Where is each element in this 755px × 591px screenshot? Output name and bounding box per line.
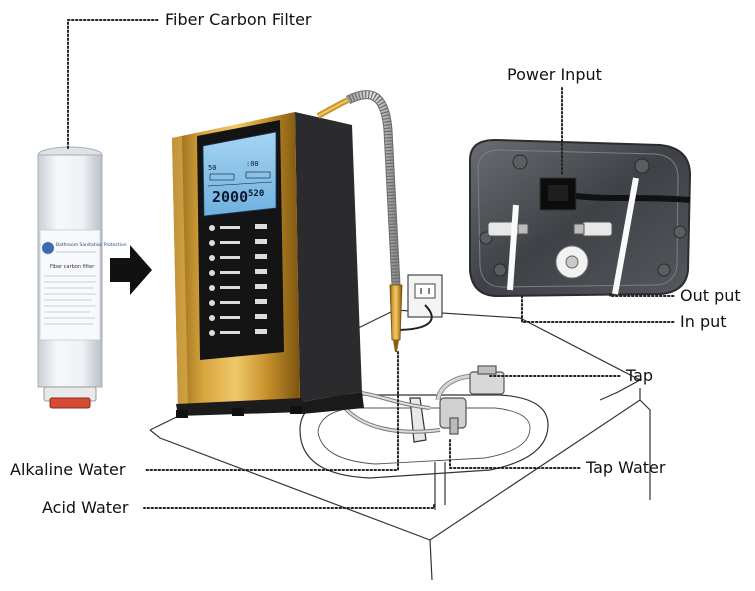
label-out-put: Out put — [680, 286, 741, 305]
label-acid-water: Acid Water — [42, 498, 129, 517]
control-buttons — [209, 224, 267, 336]
fiber-carbon-filter: Bathroom Sanitation Protection Fiber car… — [37, 146, 127, 409]
label-fiber-carbon-filter: Fiber Carbon Filter — [165, 10, 312, 29]
lcd-top-value: 50 — [208, 164, 216, 172]
label-power-input: Power Input — [507, 65, 602, 84]
leader-lines — [67, 19, 677, 509]
lcd-main-value: 2000 — [212, 188, 248, 206]
label-alkaline-water: Alkaline Water — [10, 460, 126, 479]
connection-panel — [469, 138, 692, 298]
label-tap-water: Tap Water — [586, 458, 666, 477]
filter-product-text: Fiber carbon filter — [50, 264, 95, 270]
lcd-right-value: 520 — [248, 189, 264, 199]
water-ionizer-unit: 50 :00 2000 520 — [172, 97, 364, 418]
arrow-right-icon — [110, 245, 152, 295]
filter-brand-text: Bathroom Sanitation Protection — [56, 242, 127, 248]
svg-text::00: :00 — [246, 160, 259, 168]
lcd-display — [202, 131, 277, 217]
label-in-put: In put — [680, 312, 727, 331]
counter-sink-drawing — [149, 274, 651, 581]
label-tap: Tap — [626, 366, 654, 385]
flexible-hose — [345, 90, 403, 352]
